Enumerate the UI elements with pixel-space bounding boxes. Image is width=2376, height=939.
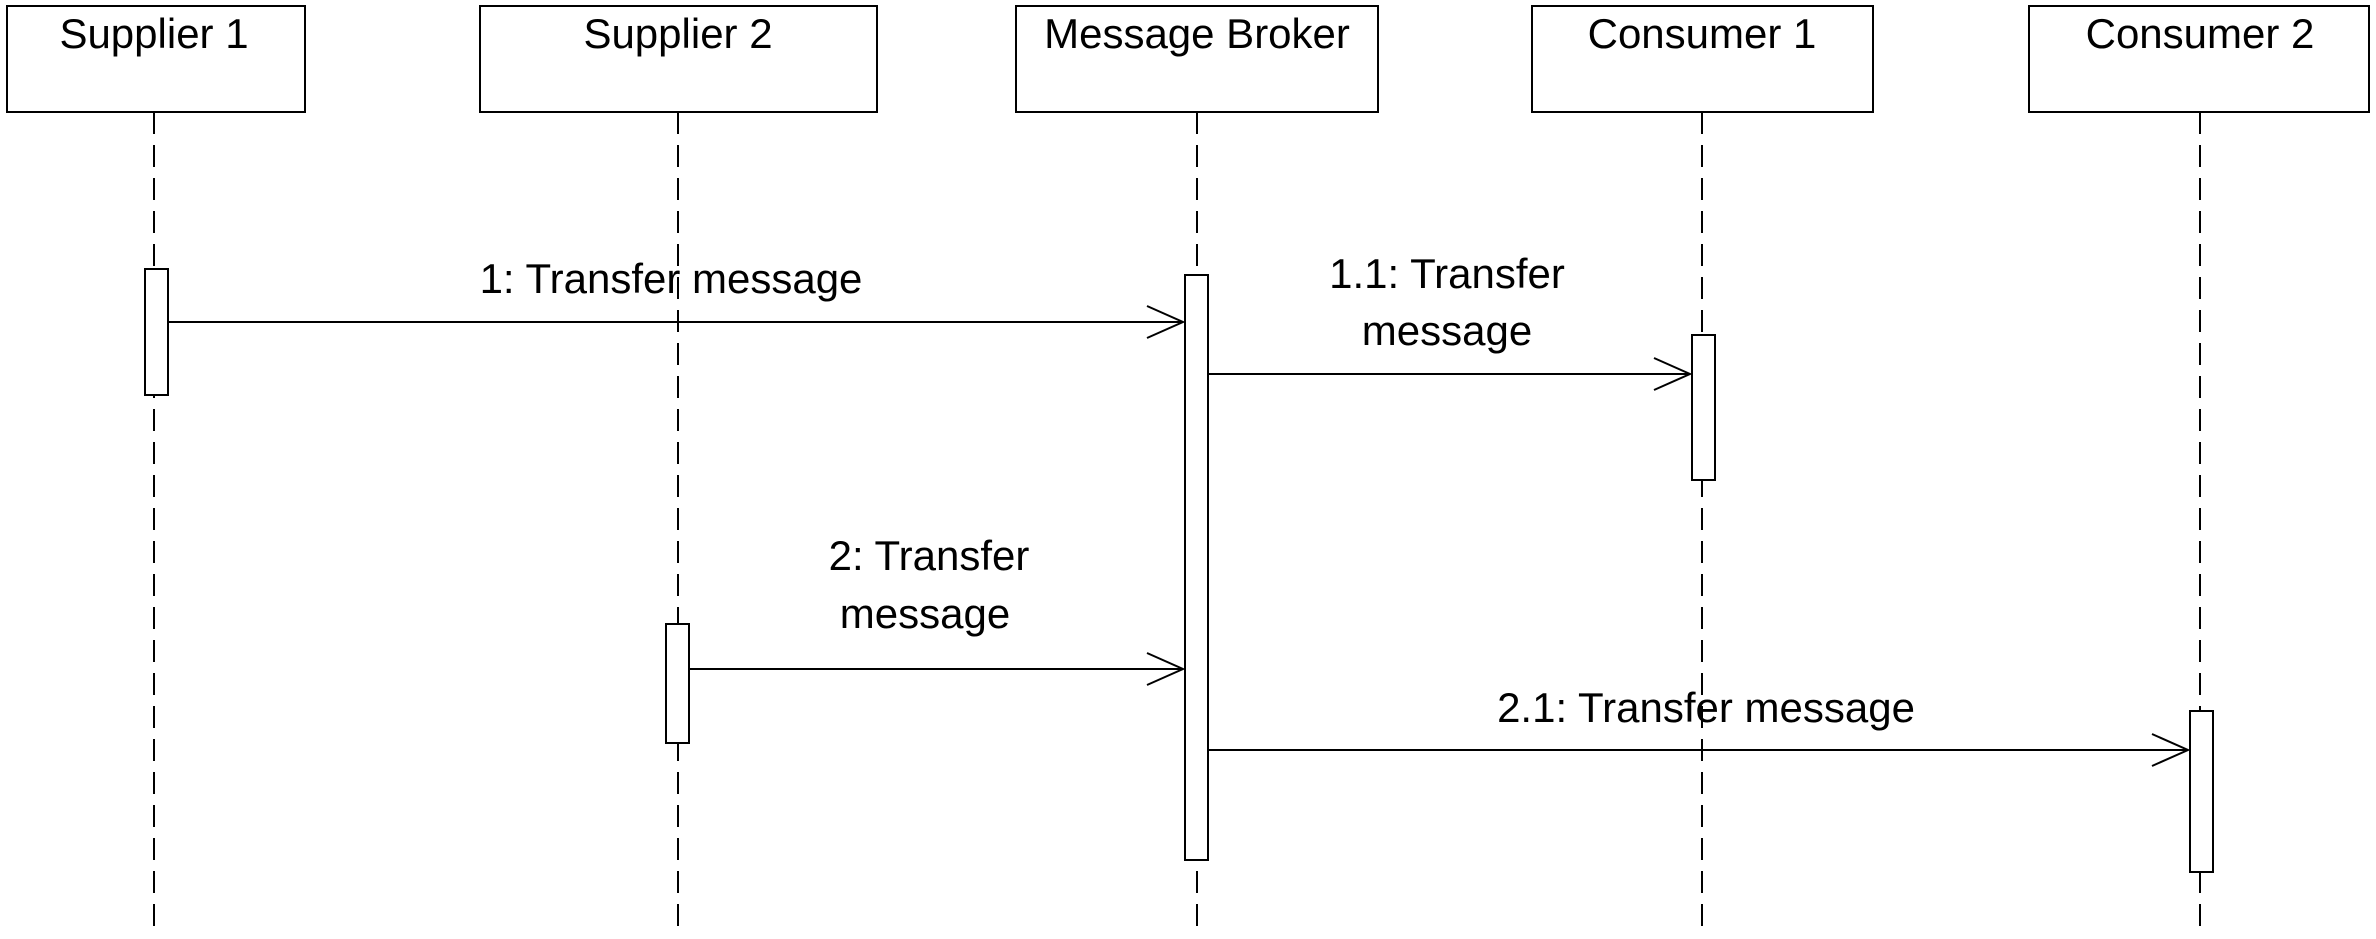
message-label: 1.1: Transfer bbox=[1329, 250, 1565, 297]
participant-broker: Message Broker bbox=[1015, 5, 1379, 113]
message-label: 1: Transfer message bbox=[480, 255, 863, 302]
arrowhead-icon bbox=[2151, 733, 2191, 767]
activation-consumer1 bbox=[1691, 334, 1716, 481]
participant-box bbox=[479, 5, 878, 113]
arrowhead-icon bbox=[1653, 357, 1693, 391]
participant-box bbox=[1531, 5, 1874, 113]
message-label: 2.1: Transfer message bbox=[1497, 684, 1915, 731]
message-2: 2: Transfer message bbox=[689, 532, 1186, 686]
participant-consumer2: Consumer 2 bbox=[2028, 5, 2370, 113]
arrowhead-icon bbox=[1146, 652, 1186, 686]
participant-label: Supplier 1 bbox=[59, 10, 248, 57]
participant-consumer1: Consumer 1 bbox=[1531, 5, 1874, 113]
participant-label: Message Broker bbox=[1044, 10, 1350, 57]
message-label: message bbox=[1362, 307, 1532, 354]
participant-label: Supplier 2 bbox=[583, 10, 772, 57]
participant-label: Consumer 1 bbox=[1588, 10, 1817, 57]
participant-supplier1: Supplier 1 bbox=[6, 5, 306, 113]
arrowhead-icon bbox=[1146, 305, 1186, 339]
message-1-1: 1.1: Transfer message bbox=[1208, 250, 1693, 391]
participant-label: Consumer 2 bbox=[2086, 10, 2315, 57]
message-1: 1: Transfer message bbox=[168, 255, 1186, 339]
participant-box bbox=[2028, 5, 2370, 113]
message-label: 2: Transfer bbox=[829, 532, 1030, 579]
participant-box bbox=[6, 5, 306, 113]
activation-supplier1 bbox=[144, 268, 169, 396]
activation-broker bbox=[1184, 274, 1209, 861]
participant-box bbox=[1015, 5, 1379, 113]
message-2-1: 2.1: Transfer message bbox=[1208, 684, 2191, 767]
activation-supplier2 bbox=[665, 623, 690, 744]
message-label: message bbox=[840, 590, 1010, 637]
participant-supplier2: Supplier 2 bbox=[479, 5, 878, 113]
activation-consumer2 bbox=[2189, 710, 2214, 873]
